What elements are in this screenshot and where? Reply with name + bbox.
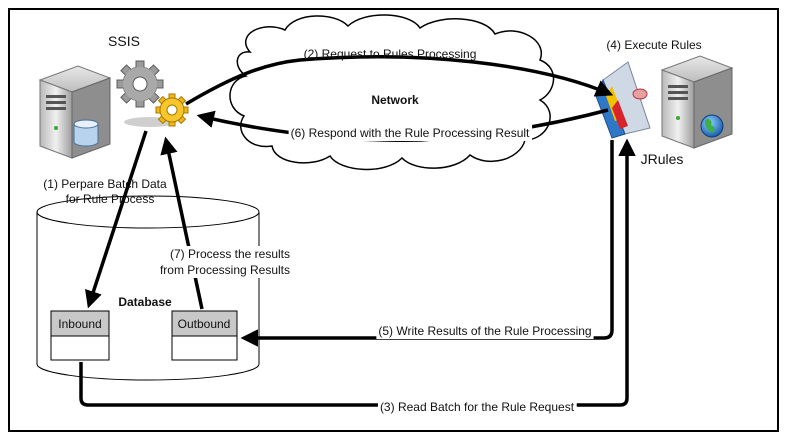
request-arrow [185, 55, 614, 106]
outbound-label: Outbound [178, 317, 231, 331]
step6-label: (6) Respond with the Rule Processing Res… [291, 126, 530, 140]
server-with-database-icon [38, 65, 112, 159]
read-batch-arrow [79, 138, 636, 407]
process-results-arrow [160, 136, 204, 310]
server-with-globe-icon [660, 55, 734, 149]
label-background [167, 246, 293, 262]
step2-label: (2) Request to Rules Processing [304, 47, 477, 61]
outbound-table [171, 310, 238, 361]
prepare-batch-arrow [85, 130, 148, 309]
execute-rules-label: (4) Execute Rules [606, 38, 701, 52]
step3-label: (3) Read Batch for the Rule Request [380, 400, 575, 414]
inbound-label: Inbound [58, 317, 101, 331]
step1-label-line2: for Rule Process [66, 192, 155, 206]
inbound-table [50, 310, 110, 361]
write-results-arrow [240, 140, 614, 347]
label-background [377, 399, 577, 415]
label-background [157, 262, 293, 278]
step5-label: (5) Write Results of the Rule Processing [378, 324, 591, 338]
step1-label-line1: (1) Perpare Batch Data [43, 177, 167, 191]
ssis-label: SSIS [108, 33, 140, 49]
label-background [376, 323, 594, 339]
database-label: Database [118, 295, 172, 309]
step7-label-line1: (7) Process the results [170, 247, 290, 261]
jrules-label: JRules [641, 151, 684, 167]
label-background [288, 125, 533, 141]
gears-icon [116, 60, 189, 127]
step7-label-line2: from Processing Results [160, 263, 290, 277]
network-label: Network [371, 93, 419, 107]
